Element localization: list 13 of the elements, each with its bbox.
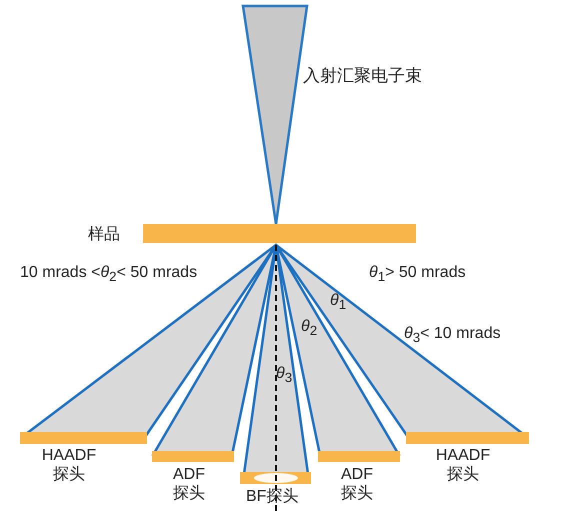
detector-label: HAADF 探头 bbox=[434, 446, 492, 484]
detector-label: HAADF 探头 bbox=[40, 446, 98, 484]
beam-label: 入射汇聚电子束 bbox=[303, 66, 422, 85]
detector-label: BF探头 bbox=[246, 487, 298, 506]
angle-range-label: θ$_{1}$> 50 mrads bbox=[369, 263, 466, 286]
detector-label: ADF 探头 bbox=[340, 465, 374, 503]
detector-label: ADF 探头 bbox=[172, 465, 206, 503]
sample-label: 样品 bbox=[88, 225, 120, 244]
angle-symbol: θ$_{2}$ bbox=[301, 317, 318, 340]
angle-symbol: θ$_{3}$ bbox=[276, 364, 292, 388]
angle-symbol: θ$_{1}$ bbox=[330, 291, 346, 314]
angle-range-label: θ$_{3}$< 10 mrads bbox=[404, 324, 501, 348]
angle-range-label: 10 mrads <θ$_{2}$< 50 mrads bbox=[20, 263, 198, 286]
